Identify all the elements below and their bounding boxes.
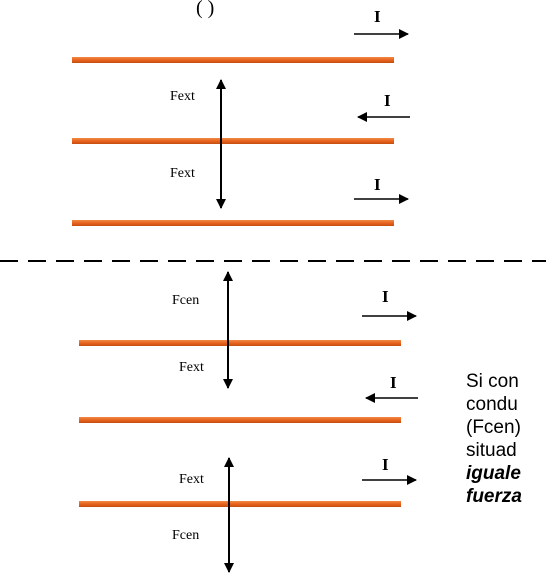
wire-top-1 bbox=[72, 57, 394, 63]
current-label-top-2: I bbox=[384, 91, 391, 110]
wire-bottom-1 bbox=[79, 340, 401, 346]
header-fragment: ( ) bbox=[196, 0, 214, 19]
paragraph-line-6: fuerza bbox=[466, 486, 522, 507]
current-label-top-3: I bbox=[374, 175, 381, 194]
paragraph-line-3: (Fcen) bbox=[466, 417, 521, 438]
paragraph-line-5: iguale bbox=[466, 463, 521, 484]
paragraph-line-1: Si con bbox=[466, 371, 519, 392]
fext-label-top-1: Fext bbox=[170, 89, 195, 104]
current-label-bottom-1: I bbox=[382, 287, 389, 306]
wire-bottom-3 bbox=[79, 501, 401, 507]
fcen-label-bottom-2: Fcen bbox=[172, 528, 199, 543]
paragraph-line-2: condu bbox=[466, 394, 518, 415]
fcen-label-bottom-1: Fcen bbox=[172, 293, 199, 308]
wire-top-2 bbox=[72, 138, 394, 144]
paragraph-line-4: situad bbox=[466, 440, 517, 461]
wire-top-3 bbox=[72, 220, 394, 226]
fext-label-bottom-1: Fext bbox=[179, 360, 204, 375]
current-label-bottom-3: I bbox=[382, 455, 389, 474]
current-label-top-1: I bbox=[374, 7, 381, 26]
wire-bottom-2 bbox=[79, 417, 401, 423]
explanation-paragraph: Si con condu (Fcen) situad iguale fuerza bbox=[466, 370, 546, 508]
current-label-bottom-2: I bbox=[390, 373, 397, 392]
fext-label-bottom-2: Fext bbox=[179, 472, 204, 487]
fext-label-top-2: Fext bbox=[170, 166, 195, 181]
